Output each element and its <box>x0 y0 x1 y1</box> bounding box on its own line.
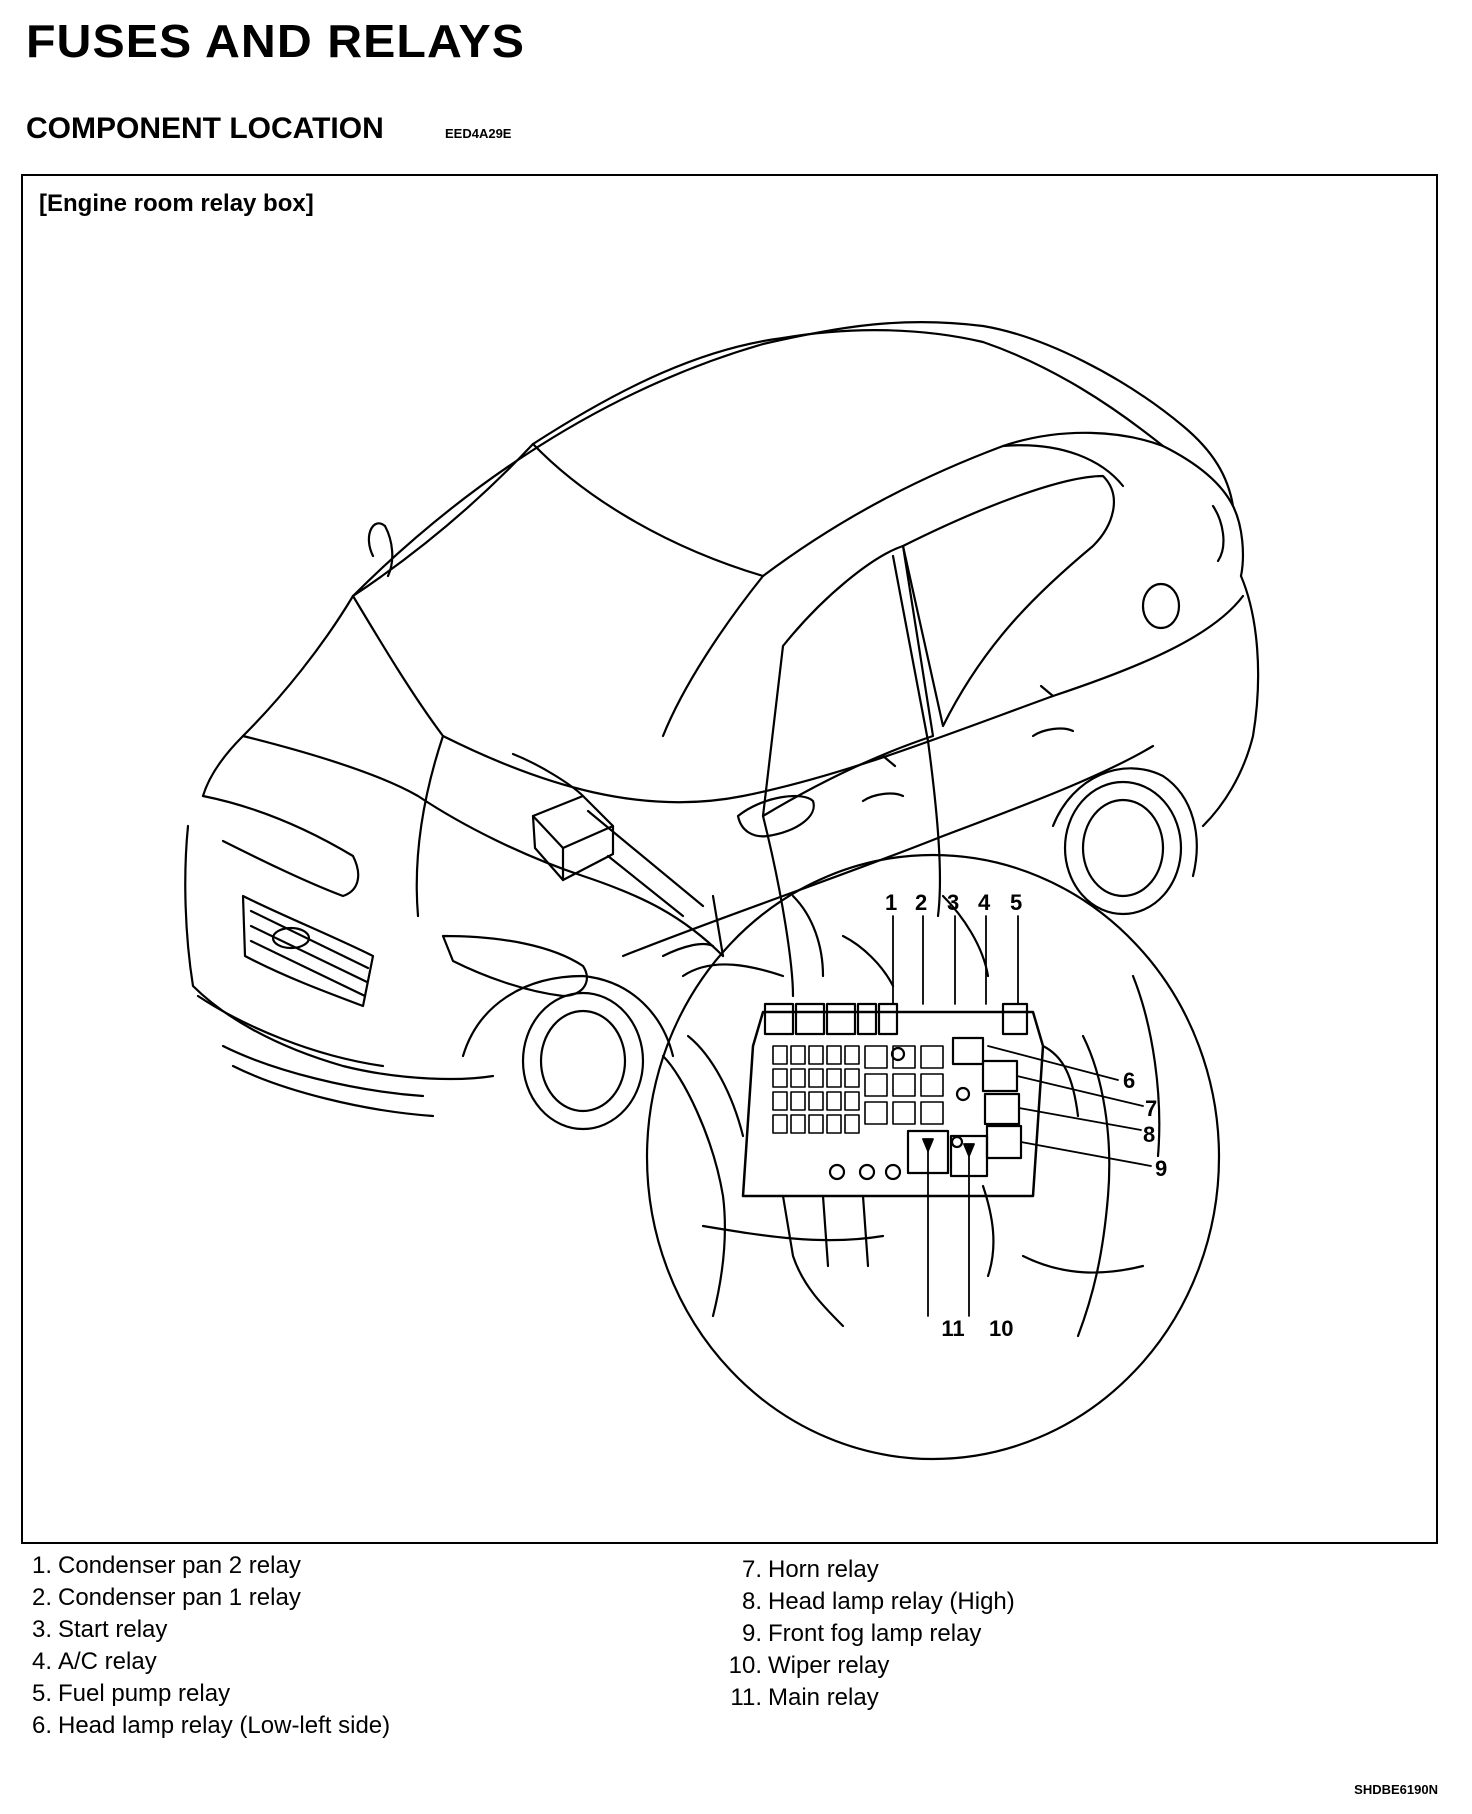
figure-id: SHDBE6190N <box>1354 1782 1438 1797</box>
callout-5: 5 <box>1010 890 1022 915</box>
page-title: FUSES AND RELAYS <box>26 15 526 67</box>
legend-item: 1.Condenser pan 2 relay <box>31 1552 301 1579</box>
legend-left-column: 1.Condenser pan 2 relay 2.Condenser pan … <box>24 1550 390 1742</box>
callout-4: 4 <box>978 890 991 915</box>
car-relay-box-illustration: 1 2 3 4 5 6 7 8 9 11 10 <box>184 320 1260 1461</box>
figure-frame: [Engine room relay box] <box>21 174 1438 1544</box>
callout-6: 6 <box>1123 1068 1135 1093</box>
callout-10: 10 <box>989 1316 1013 1341</box>
legend-item: 3.Start relay <box>31 1616 168 1643</box>
callout-2: 2 <box>915 890 927 915</box>
legend-item: 8.Head lamp relay (High) <box>741 1588 1015 1615</box>
legend-item: 5.Fuel pump relay <box>31 1680 231 1707</box>
legend-item: 6.Head lamp relay (Low-left side) <box>31 1712 391 1739</box>
legend-item: 11.Main relay <box>730 1684 879 1711</box>
car-outline <box>184 320 1260 1131</box>
legend-item: 2.Condenser pan 1 relay <box>31 1584 301 1611</box>
legend-item: 7.Horn relay <box>741 1556 879 1583</box>
legend-right-column: 7.Horn relay 8.Head lamp relay (High) 9.… <box>722 1554 1015 1714</box>
legend-item: 4.A/C relay <box>31 1648 157 1675</box>
callout-11: 11 <box>941 1316 964 1341</box>
callout-1: 1 <box>885 890 897 915</box>
section-code: EED4A29E <box>445 126 512 141</box>
legend-item: 10.Wiper relay <box>728 1652 890 1679</box>
section-title: COMPONENT LOCATION <box>26 112 384 145</box>
figure-caption: [Engine room relay box] <box>39 190 314 217</box>
callout-7: 7 <box>1145 1096 1157 1121</box>
relay-box-location-marker <box>531 794 705 918</box>
legend-item: 9.Front fog lamp relay <box>741 1620 982 1647</box>
zoom-inset <box>645 853 1221 1461</box>
callout-3: 3 <box>947 890 959 915</box>
callout-8: 8 <box>1143 1122 1155 1147</box>
callout-9: 9 <box>1155 1156 1167 1181</box>
callout-labels: 1 2 3 4 5 6 7 8 9 11 10 <box>885 890 1167 1341</box>
